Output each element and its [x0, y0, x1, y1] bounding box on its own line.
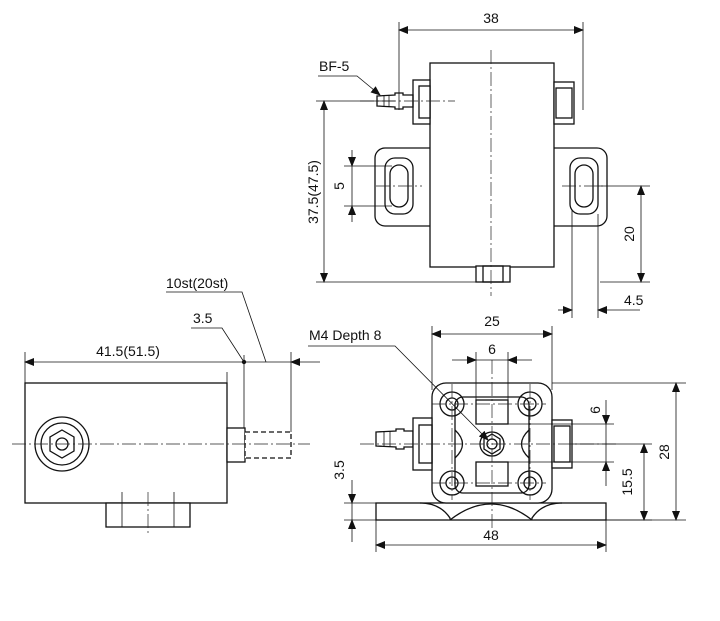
top-right-port-cap	[555, 87, 573, 119]
side-rod	[244, 431, 292, 459]
front-base	[375, 502, 607, 521]
stroke-leader	[166, 291, 267, 363]
dim-center-height: 15.5	[619, 468, 635, 495]
dim-height-left: 37.5(47.5)	[305, 160, 321, 224]
side-view: 41.5(51.5) 3.5 10st(20st)	[12, 275, 320, 535]
dim-bore-height: 6	[587, 406, 603, 414]
dim-overall-height: 28	[656, 444, 672, 460]
dim-base-height: 3.5	[331, 460, 347, 480]
dim-width-top: 38	[483, 10, 499, 26]
m4-leader	[308, 345, 489, 441]
dim-base-width: 48	[483, 527, 499, 543]
dim-bore-width: 6	[488, 341, 496, 357]
bf5-leader	[318, 75, 381, 96]
dim-stroke: 10st(20st)	[166, 275, 228, 291]
dim-body-length: 41.5(51.5)	[96, 343, 160, 359]
dim-slot-length: 5	[331, 182, 347, 190]
stroke-offset-leader	[191, 327, 245, 363]
side-rod-nut	[226, 427, 246, 463]
top-left-port-nut-inner	[418, 85, 431, 119]
front-left-fitting-icon	[375, 428, 414, 450]
side-cylinder-body	[24, 382, 228, 504]
top-cylinder-body	[429, 62, 555, 268]
top-view: 38 BF-5 37.5(47.5) 5 20 4.5	[305, 10, 650, 318]
label-tapped-hole: M4 Depth 8	[309, 327, 382, 343]
label-bf5: BF-5	[319, 58, 350, 74]
dim-flange-width: 25	[484, 313, 500, 329]
top-rod-end	[475, 265, 511, 283]
front-base-arch	[419, 502, 563, 520]
dim-mount-offset: 4.5	[624, 292, 644, 308]
dim-mount-pitch: 20	[621, 226, 637, 242]
dim-stroke-offset: 3.5	[193, 310, 213, 326]
front-view: 25 6 M4 Depth 8 6 15.5 28 3.5	[308, 313, 686, 552]
top-rod-end-inner	[482, 265, 504, 283]
